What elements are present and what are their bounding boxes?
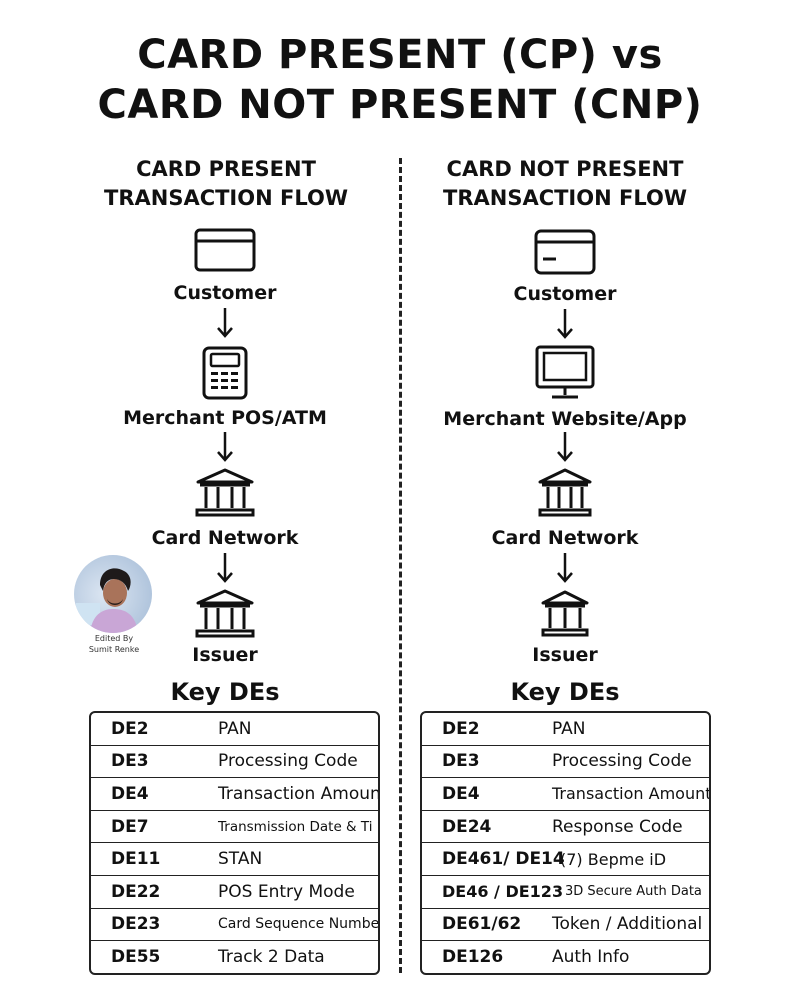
cnp-flow-title-line-1: CARD NOT PRESENT <box>446 157 684 181</box>
down-arrow-icon <box>557 432 573 462</box>
de-description: (7) Bepme iD <box>560 849 667 869</box>
de-description: PAN <box>218 718 252 739</box>
de-code: DE2 <box>442 718 480 739</box>
de-description: Processing Code <box>552 751 692 772</box>
cp-key-des-title: Key DEs <box>170 678 280 706</box>
cnp-flow-title: CARD NOT PRESENT TRANSACTION FLOW <box>400 155 730 213</box>
cnp-node-card-network: Card Network <box>491 527 639 549</box>
de-code: DE4 <box>111 783 149 804</box>
cp-flow-title-line-1: CARD PRESENT <box>136 157 316 181</box>
table-row: DE4 Transaction Amount <box>91 778 378 811</box>
de-code: DE461/ DE14 <box>442 849 565 870</box>
de-code: DE24 <box>442 816 492 837</box>
credit-line-1: Edited By <box>94 634 134 643</box>
de-description: Auth Info <box>552 947 630 968</box>
bank-building-icon <box>541 590 589 637</box>
de-description: Token / Additional <box>552 914 703 935</box>
down-arrow-icon <box>217 308 233 338</box>
down-arrow-icon <box>557 553 573 583</box>
table-row: DE22 POS Entry Mode <box>91 876 378 909</box>
table-row: DE55 Track 2 Data <box>91 941 378 973</box>
down-arrow-icon <box>217 432 233 462</box>
page-title: CARD PRESENT (CP) vs CARD NOT PRESENT (C… <box>0 30 800 130</box>
card-not-present-column: CARD NOT PRESENT TRANSACTION FLOW Custom… <box>400 0 800 1002</box>
table-row: DE2 PAN <box>422 713 709 746</box>
down-arrow-icon <box>557 309 573 339</box>
de-code: DE61/62 <box>442 914 522 935</box>
credit-card-icon <box>194 228 256 272</box>
de-code: DE7 <box>111 816 149 837</box>
de-code: DE4 <box>442 783 480 804</box>
cp-key-des-table: DE2 PAN DE3 Processing Code DE4 Transaction… <box>89 711 380 975</box>
pos-terminal-icon <box>202 346 248 400</box>
table-row: DE23 Card Sequence Number <box>91 909 378 942</box>
de-code: DE11 <box>111 849 161 870</box>
person-photo-icon <box>74 555 152 633</box>
table-row: DE3 Processing Code <box>91 746 378 779</box>
computer-monitor-icon <box>535 345 595 399</box>
de-code: DE2 <box>111 718 149 739</box>
edited-by-credit: Edited By Sumit Renke <box>70 633 158 655</box>
de-description: Processing Code <box>218 751 358 772</box>
title-line-1: CARD PRESENT (CP) vs <box>137 32 663 78</box>
title-line-2: CARD NOT PRESENT (CNP) <box>97 82 703 128</box>
avatar <box>74 555 152 633</box>
de-description: Transaction Amount <box>218 783 380 804</box>
table-row: DE61/62 Token / Additional <box>422 909 709 942</box>
table-row: DE3 Processing Code <box>422 746 709 779</box>
de-description: Track 2 Data <box>218 947 325 968</box>
credit-card-icon <box>534 229 596 275</box>
cnp-node-customer: Customer <box>513 283 617 305</box>
table-row: DE24 Response Code <box>422 811 709 844</box>
bank-building-icon <box>538 468 592 517</box>
cnp-node-issuer: Issuer <box>532 644 598 666</box>
de-code: DE126 <box>442 947 504 968</box>
table-row: DE4 Transaction Amount <box>422 778 709 811</box>
de-description: Transaction Amount <box>552 784 711 804</box>
credit-line-2: Sumit Renke <box>88 645 140 654</box>
card-present-column: CARD PRESENT TRANSACTION FLOW Customer M… <box>89 157 380 975</box>
de-description: PAN <box>552 718 586 739</box>
de-code: DE46 / DE123 <box>442 882 564 902</box>
de-code: DE3 <box>442 751 480 772</box>
cp-node-issuer: Issuer <box>192 644 258 666</box>
table-row: DE126 Auth Info <box>422 941 709 973</box>
cnp-node-merchant: Merchant Website/App <box>443 408 687 430</box>
de-description: POS Entry Mode <box>218 881 355 902</box>
cp-node-card-network: Card Network <box>151 527 299 549</box>
cnp-key-des-table: DE2 PAN DE3 Processing Code DE4 Transaction… <box>420 711 711 975</box>
bank-building-icon <box>195 589 255 638</box>
table-row: DE7 Transmission Date & Ti <box>91 811 378 844</box>
cp-flow-title-line-2: TRANSACTION FLOW <box>104 186 348 210</box>
de-code: DE3 <box>111 751 149 772</box>
table-row: DE461/ DE14(7) Bepme iD <box>422 843 709 876</box>
cp-flow-title: CARD PRESENT TRANSACTION FLOW <box>20 155 432 213</box>
dashed-divider <box>399 158 402 973</box>
cp-node-customer: Customer <box>173 282 277 304</box>
table-row: DE11 STAN <box>91 843 378 876</box>
cnp-key-des-title: Key DEs <box>510 678 620 706</box>
cp-node-merchant: Merchant POS/ATM <box>123 407 327 429</box>
de-description: Transmission Date & Ti <box>218 818 373 835</box>
de-description: 3D Secure Auth Data <box>565 884 702 900</box>
de-description: Response Code <box>552 816 683 837</box>
table-row: DE2 PAN <box>91 713 378 746</box>
down-arrow-icon <box>217 553 233 583</box>
de-code: DE22 <box>111 881 161 902</box>
de-code: DE55 <box>111 947 161 968</box>
de-description: STAN <box>218 849 263 870</box>
de-code: DE23 <box>111 914 161 935</box>
cnp-flow-title-line-2: TRANSACTION FLOW <box>443 186 687 210</box>
bank-building-icon <box>195 468 255 517</box>
de-description: Card Sequence Number <box>218 916 380 933</box>
